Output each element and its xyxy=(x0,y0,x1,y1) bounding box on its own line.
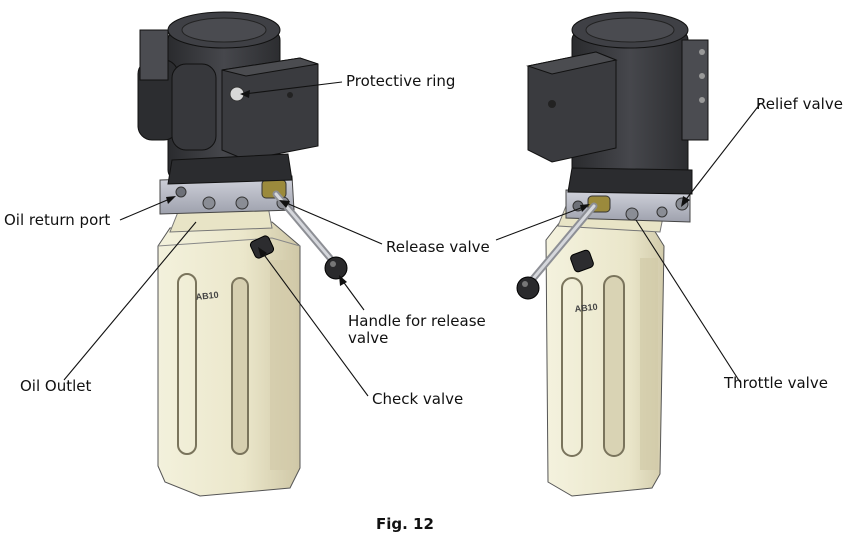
right-check-valve-knob xyxy=(570,249,594,273)
label-oil-return-port: Oil return port xyxy=(4,211,111,229)
left-oil-tank: AB10 xyxy=(157,205,301,497)
leader-protective-ring xyxy=(243,81,343,95)
label-release-valve: Release valve xyxy=(386,238,490,256)
leader-throttle-valve xyxy=(635,219,741,383)
label-protective-ring: Protective ring xyxy=(346,72,456,90)
label-throttle-valve: Throttle valve xyxy=(724,374,828,392)
right-motor xyxy=(526,11,709,195)
left-motor xyxy=(137,11,319,185)
figure-caption: Fig. 12 xyxy=(376,515,434,533)
leader-oil-outlet xyxy=(63,221,197,381)
left-tank-marking: AB10 xyxy=(195,290,219,302)
label-check-valve: Check valve xyxy=(372,390,464,408)
label-relief-valve: Relief valve xyxy=(756,95,843,113)
right-release-handle xyxy=(516,202,598,300)
leader-handle xyxy=(341,279,365,311)
right-oil-tank: AB10 xyxy=(545,205,665,497)
left-check-valve-knob xyxy=(249,235,275,259)
leader-relief-valve xyxy=(683,103,761,203)
leader-oil-return-port xyxy=(119,197,173,221)
right-tank-marking: AB10 xyxy=(574,302,598,314)
label-oil-outlet: Oil Outlet xyxy=(20,377,92,395)
leader-release-valve xyxy=(283,201,383,245)
left-power-unit: AB10 xyxy=(137,11,348,497)
right-power-unit: AB10 xyxy=(516,11,709,497)
label-handle-release-valve: Handle for release valve xyxy=(348,312,486,347)
leader-lines xyxy=(63,81,761,397)
leader-check-valve xyxy=(261,251,369,397)
